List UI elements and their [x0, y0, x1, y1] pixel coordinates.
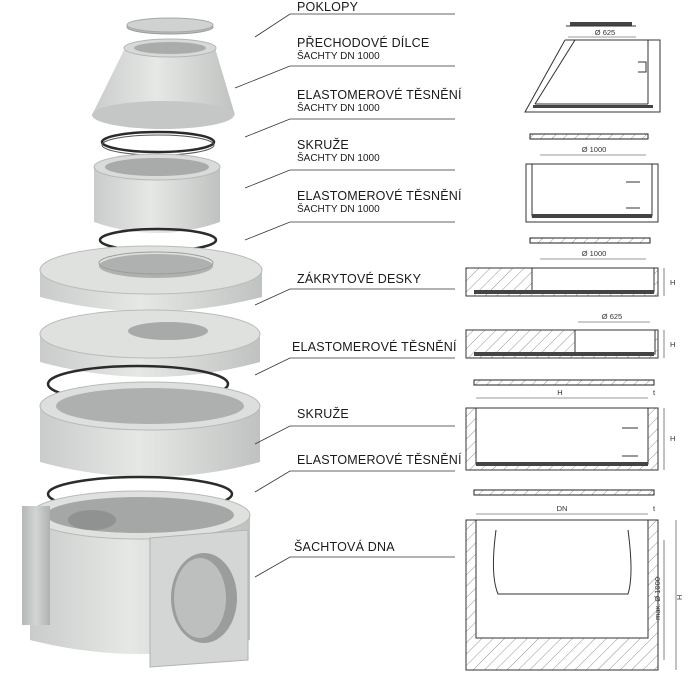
- label-covers: POKLOPY: [297, 0, 358, 14]
- dim-d625-slab: Ø 625: [602, 312, 622, 321]
- label-gasket-1-sub: ŠACHTY DN 1000: [297, 103, 380, 114]
- leader-lines: [234, 13, 455, 578]
- dim-h-slab1: H: [670, 278, 675, 287]
- drawing-ring-2: [465, 397, 665, 471]
- dim-t-ring: t: [653, 388, 656, 397]
- label-gasket-2-main: ELASTOMEROVÉ TĚSNĚNÍ: [297, 189, 462, 203]
- label-ring-2: SKRUŽE: [297, 407, 349, 421]
- drawing-gasket-4: [473, 489, 655, 496]
- label-ring-1-main: SKRUŽE: [297, 138, 349, 152]
- dim-h-slab2: H: [670, 340, 675, 349]
- drawing-slab-2: [465, 321, 665, 359]
- shaft-ring-1: [93, 153, 221, 233]
- drawing-gasket-3: [473, 379, 655, 386]
- label-gasket-3: ELASTOMEROVÉ TĚSNĚNÍ: [292, 340, 457, 354]
- transition-cone: [92, 38, 235, 129]
- label-gasket-2-sub: ŠACHTY DN 1000: [297, 204, 380, 215]
- drawing-gasket-1: [529, 133, 649, 140]
- label-ring-1: SKRUŽE ŠACHTY DN 1000: [297, 138, 380, 165]
- dim-d1000-ring: Ø 1000: [582, 145, 607, 154]
- label-base-main: ŠACHTOVÁ DNA: [294, 540, 395, 554]
- label-gasket-2: ELASTOMEROVÉ TĚSNĚNÍ ŠACHTY DN 1000: [297, 189, 462, 216]
- drawing-slab-1: [465, 258, 665, 297]
- dim-h-ring-top: H: [557, 388, 562, 397]
- cover-slab-1: [39, 245, 263, 312]
- drawing-base: [465, 513, 677, 671]
- drawing-transition: [524, 36, 661, 113]
- label-gasket-1: ELASTOMEROVÉ TĚSNĚNÍ ŠACHTY DN 1000: [297, 88, 462, 115]
- drawing-ring-1: [525, 154, 659, 223]
- label-base: ŠACHTOVÁ DNA: [294, 540, 395, 554]
- gasket-1: [100, 130, 216, 156]
- dim-pipe-base: max. Ø 1000: [653, 577, 662, 620]
- label-ring-2-main: SKRUŽE: [297, 407, 349, 421]
- manhole-cover: [126, 17, 214, 35]
- dim-h-ring: H: [670, 434, 675, 443]
- label-cover-slabs: ZÁKRYTOVÉ DESKY: [297, 272, 421, 286]
- label-gasket-4: ELASTOMEROVÉ TĚSNĚNÍ: [297, 453, 462, 467]
- technical-drawings: [465, 22, 677, 671]
- dim-h-base: H: [675, 595, 684, 600]
- label-transition: PŘECHODOVÉ DÍLCE ŠACHTY DN 1000: [297, 36, 429, 63]
- shaft-base: [22, 490, 251, 668]
- label-gasket-3-main: ELASTOMEROVÉ TĚSNĚNÍ: [292, 340, 457, 354]
- label-transition-sub: ŠACHTY DN 1000: [297, 51, 380, 62]
- dim-t-base: t: [653, 504, 656, 513]
- drawing-gasket-2: [529, 237, 651, 244]
- label-gasket-1-main: ELASTOMEROVÉ TĚSNĚNÍ: [297, 88, 462, 102]
- cover-slab-2: [39, 309, 261, 377]
- dim-dn-base: DN: [557, 504, 568, 513]
- dimension-labels: Ø 625 Ø 1000 Ø 1000 H Ø 625 H H t H DN t…: [557, 28, 684, 620]
- label-transition-main: PŘECHODOVÉ DÍLCE: [297, 36, 430, 50]
- exploded-view: [22, 17, 263, 668]
- label-gasket-4-main: ELASTOMEROVÉ TĚSNĚNÍ: [297, 453, 462, 467]
- shaft-ring-2: [39, 381, 261, 477]
- dim-d1000-slab: Ø 1000: [582, 249, 607, 258]
- label-cover-slabs-main: ZÁKRYTOVÉ DESKY: [297, 272, 422, 286]
- dim-d625-top: Ø 625: [595, 28, 615, 37]
- label-covers-main: POKLOPY: [297, 0, 359, 14]
- drawing-cover: [566, 22, 636, 27]
- label-ring-1-sub: ŠACHTY DN 1000: [297, 153, 380, 164]
